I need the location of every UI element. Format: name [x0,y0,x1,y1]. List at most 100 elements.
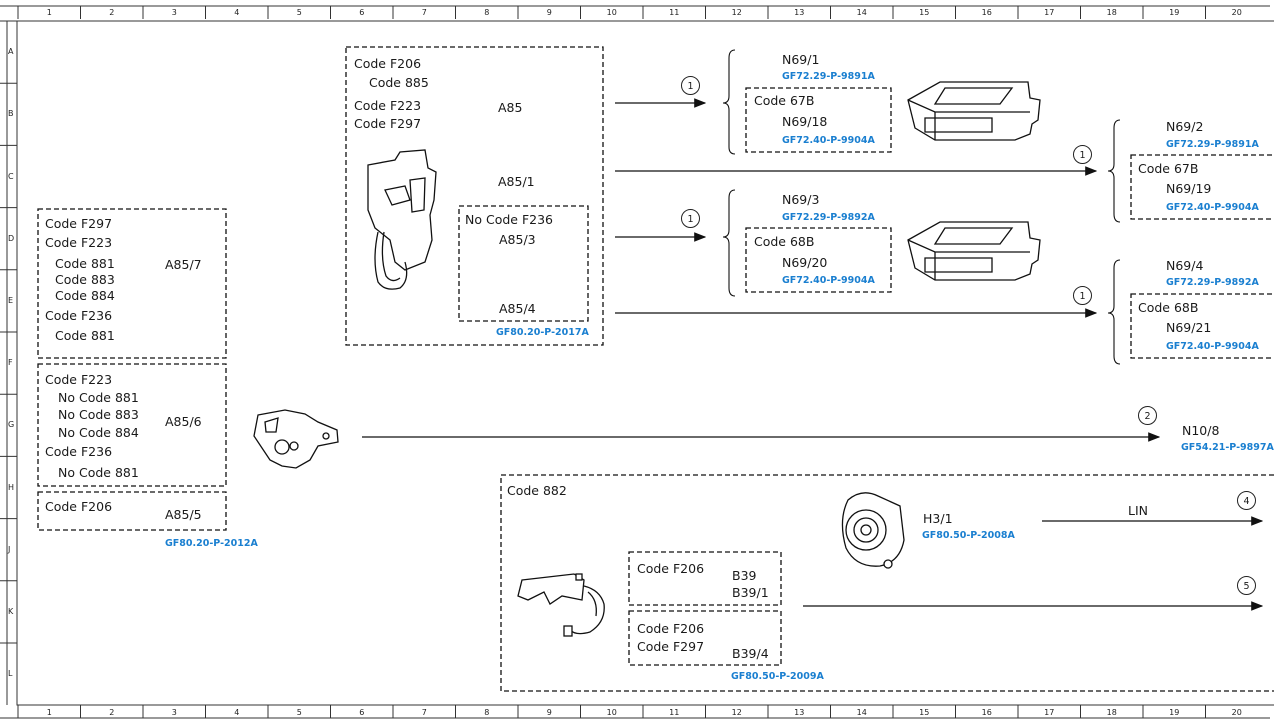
n69-19-label: N69/19 [1166,181,1212,196]
ruler-column-label: 14 [856,8,867,17]
n69-21-ref[interactable]: GF72.40-P-9904A [1166,341,1259,352]
ruler-column-label: 12 [731,8,742,17]
a85-1-label: A85/1 [498,174,535,189]
b39-label: B39 [732,568,757,583]
n69-1-label: N69/1 [782,52,820,67]
n69-21-label: N69/21 [1166,320,1212,335]
control-unit-drawing-1 [907,81,1041,141]
left-box1-line: Code 881 [55,328,115,343]
ruler-column-label: 16 [981,8,992,17]
b-box2-code: Code F297 [637,639,705,654]
ruler-column-label: 13 [794,708,805,717]
ruler-column-label: 15 [919,8,930,17]
ruler-column-label: 10 [606,708,617,717]
ruler-column-label: 14 [856,708,867,717]
left-box1-line: Code 884 [55,288,115,303]
n69-2-label: N69/2 [1166,119,1204,134]
n69-18-label: N69/18 [782,114,828,129]
marker-circle: 4 [1237,491,1256,510]
a85-3-label: A85/3 [499,232,536,247]
ruler-column-label: 16 [981,708,992,717]
b-box1-code: Code F206 [637,561,705,576]
a85-4-label: A85/4 [499,301,536,316]
ruler-row-label: K [8,606,14,616]
a85-ref[interactable]: GF80.20-P-2017A [496,327,589,338]
b-box2-code: Code F206 [637,621,705,636]
ruler-column-label: 1 [46,708,52,717]
a85-code-4: Code F297 [354,116,422,131]
n10-8-label: N10/8 [1182,423,1220,438]
marker-circle: 2 [1138,406,1157,425]
n10-8-ref[interactable]: GF54.21-P-9897A [1181,442,1274,453]
ruler-row-label: B [8,109,14,119]
ruler-column-label: 8 [484,8,490,17]
ruler-column-label: 5 [296,8,302,17]
a85-code-3: Code F223 [354,98,422,113]
n69-20-ref[interactable]: GF72.40-P-9904A [782,275,875,286]
code-882-label: Code 882 [507,483,567,498]
ruler-row-label: H [8,482,15,492]
ruler-column-label: 7 [421,8,427,17]
ruler-column-label: 17 [1044,8,1055,17]
left-box1-line: Code F297 [45,216,113,231]
code-68b-b: Code 68B [1138,300,1199,315]
ruler-column-label: 11 [669,708,680,717]
ruler-column-label: 20 [1231,708,1242,717]
left-box1-line: Code 883 [55,272,115,287]
ruler-column-label: 9 [546,8,552,17]
ruler-row-label: L [8,669,13,679]
ruler-column-label: 3 [171,8,177,17]
ruler-column-label: 19 [1169,8,1180,17]
ruler-column-label: 18 [1106,8,1117,17]
ruler-column-label: 4 [234,8,240,17]
ruler-row-label: F [8,358,13,368]
b39-1-label: B39/1 [732,585,769,600]
ruler-row-label: A [8,47,14,57]
left-box2-line: No Code 881 [58,465,139,480]
ruler-column-label: 15 [919,708,930,717]
n69-3-label: N69/3 [782,192,820,207]
left-box2-line: No Code 883 [58,407,139,422]
ruler-column-label: 19 [1169,708,1180,717]
ruler-column-label: 6 [359,708,365,717]
left-box2-line: Code F236 [45,444,113,459]
a85-label: A85 [498,100,523,115]
ruler-column-label: 2 [109,8,115,17]
ruler-column-label: 13 [794,8,805,17]
ruler-column-label: 18 [1106,708,1117,717]
code-67b-b: Code 67B [1138,161,1199,176]
ruler-row-label: C [8,171,14,181]
ruler-column-label: 2 [109,708,115,717]
n69-20-label: N69/20 [782,255,828,270]
ruler-column-label: 1 [46,8,52,17]
n69-4-ref[interactable]: GF72.29-P-9892A [1166,277,1259,288]
ruler-column-label: 5 [296,708,302,717]
lock-drawing [253,409,339,469]
control-unit-drawing-2 [907,221,1041,281]
h3-1-ref[interactable]: GF80.50-P-2008A [922,530,1015,541]
n69-18-ref[interactable]: GF72.40-P-9904A [782,135,875,146]
n69-19-ref[interactable]: GF72.40-P-9904A [1166,202,1259,213]
marker-circle: 1 [1073,286,1092,305]
ruler-row-label: G [8,420,15,430]
a85-7-label: A85/7 [165,257,202,272]
marker-circle: 1 [681,209,700,228]
left-ref[interactable]: GF80.20-P-2012A [165,538,258,549]
ruler-column-label: 17 [1044,708,1055,717]
marker-circle: 5 [1237,576,1256,595]
b39-4-label: B39/4 [732,646,769,661]
n69-3-ref[interactable]: GF72.29-P-9892A [782,212,875,223]
n69-1-ref[interactable]: GF72.29-P-9891A [782,71,875,82]
marker-circle: 1 [681,76,700,95]
ruler-row-label: D [8,233,15,243]
left-box2-line: Code F223 [45,372,113,387]
n69-2-ref[interactable]: GF72.29-P-9891A [1166,139,1259,150]
a85-code-2: Code 885 [369,75,429,90]
ruler-column-label: 20 [1231,8,1242,17]
sensor-drawing [517,573,605,637]
left-box3-line: Code F206 [45,499,113,514]
left-box1-line: Code F223 [45,235,113,250]
marker-circle: 1 [1073,145,1092,164]
b39-ref[interactable]: GF80.50-P-2009A [731,671,824,682]
